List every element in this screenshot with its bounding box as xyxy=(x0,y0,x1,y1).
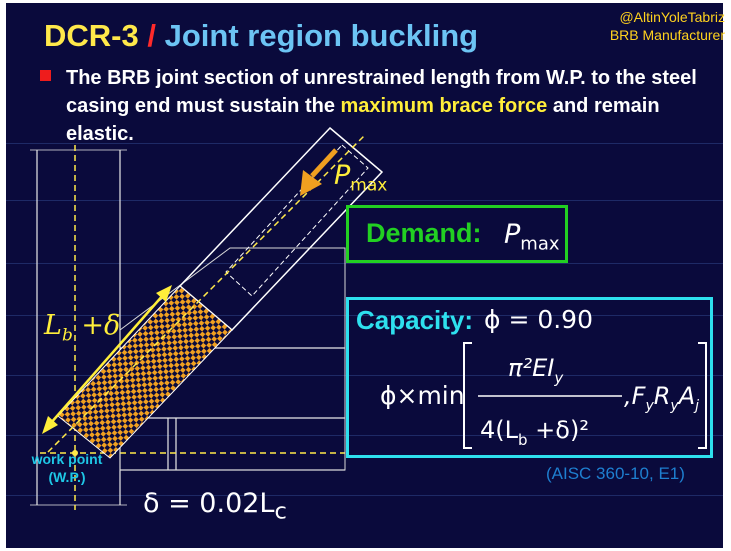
work-point-line1: work point xyxy=(31,451,103,467)
bullet-text-part2: and remain elastic. xyxy=(66,95,660,145)
capacity-formula: ϕ×min π²EIy 4(Lb +δ)² ,FyRyAj xyxy=(380,342,707,449)
bullet-text-part1: The BRB joint section of unrestrained le… xyxy=(66,67,697,117)
delta-eq-subscript: c xyxy=(274,498,287,525)
right-bracket xyxy=(698,342,707,449)
lb-symbol: L xyxy=(44,310,62,341)
background-rule xyxy=(6,435,723,436)
background-rule xyxy=(6,495,723,496)
bullet-text: The BRB joint section of unrestrained le… xyxy=(66,64,706,148)
demand-sub: max xyxy=(520,233,560,255)
core-outline xyxy=(225,144,369,297)
phi-equation: ϕ = 0.90 xyxy=(484,305,593,334)
pmax-label: Pmax xyxy=(334,160,387,195)
lb-subscript: b xyxy=(61,325,73,346)
slide-title: DCR-3 / Joint region buckling xyxy=(44,18,478,54)
work-point-marker xyxy=(72,450,78,456)
demand-p: P xyxy=(504,219,521,250)
demand-label: Demand: xyxy=(366,218,482,248)
formula-second-term: ,FyRyAj xyxy=(624,382,699,414)
credit-block: @AltinYoleTabriz BRB Manufacturer xyxy=(610,8,725,44)
left-bracket xyxy=(463,342,472,449)
capacity-label: Capacity: xyxy=(356,305,474,335)
formula-denominator: 4(Lb +δ)² xyxy=(480,416,589,449)
background-rule xyxy=(6,375,723,376)
bullet-square-icon xyxy=(40,70,51,81)
lb-delta: +δ xyxy=(72,310,121,341)
work-point-label: work point (W.P.) xyxy=(12,450,122,486)
formula-numerator: π²EIy xyxy=(508,354,564,387)
pmax-subscript: max xyxy=(350,175,388,196)
delta-equation: δ = 0.02Lc xyxy=(143,488,287,524)
capacity-box xyxy=(346,297,713,458)
reference-text: (AISC 360-10, E1) xyxy=(546,464,685,483)
credit-handle: @AltinYoleTabriz xyxy=(619,9,725,25)
bullet-highlight: maximum brace force xyxy=(340,95,548,117)
length-dimension-arrow xyxy=(42,285,172,434)
joint-region xyxy=(57,285,233,459)
title-text: Joint region buckling xyxy=(164,18,479,53)
title-code: DCR-3 xyxy=(44,18,139,53)
formula-prefix: ϕ×min xyxy=(380,381,465,410)
lb-label: Lb +δ xyxy=(44,310,120,345)
demand-box xyxy=(346,205,568,263)
credit-company: BRB Manufacturer xyxy=(609,27,725,43)
background-rule xyxy=(6,200,723,201)
background-rule xyxy=(6,263,723,264)
pmax-symbol: P xyxy=(334,160,351,191)
work-point-line2: (W.P.) xyxy=(48,469,86,485)
demand-symbol: Pmax xyxy=(504,219,560,254)
title-separator: / xyxy=(147,18,156,53)
force-arrow xyxy=(300,148,338,196)
delta-eq-text: δ = 0.02L xyxy=(143,488,275,519)
background-rule xyxy=(6,143,723,144)
background-rule xyxy=(6,315,723,316)
